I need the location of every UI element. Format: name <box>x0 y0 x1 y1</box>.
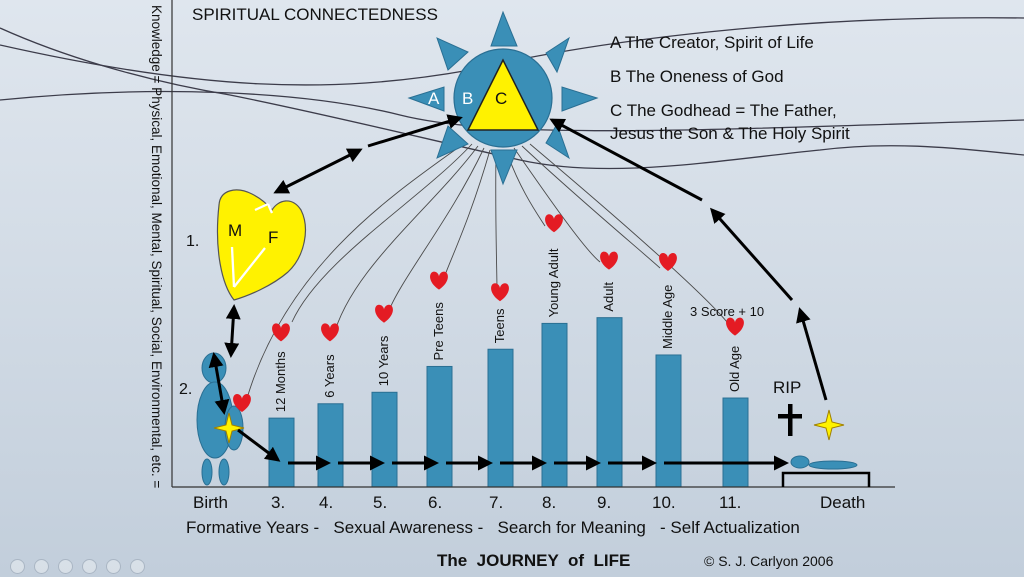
bar-label: 12 Months <box>273 351 288 412</box>
legend-item-b: B The Oneness of God <box>610 67 784 86</box>
life-stage-bar <box>655 354 682 488</box>
heart-icon <box>430 271 448 290</box>
legend: A The Creator, Spirit of Life B The Onen… <box>610 33 850 143</box>
life-stage-bar <box>596 317 623 488</box>
death-bed-icon <box>781 455 871 487</box>
slide-pen-control[interactable] <box>58 559 73 574</box>
legend-item-a: A The Creator, Spirit of Life <box>610 33 814 52</box>
heart-icon <box>491 283 509 302</box>
axis-label: 6. <box>428 493 442 512</box>
vertical-knowledge-label: Knowledge = Physical, Emotional, Mental,… <box>149 5 164 488</box>
life-stage-bar <box>317 403 344 488</box>
sun-label-c: C <box>495 89 507 108</box>
bar-label: Pre Teens <box>431 302 446 361</box>
timeline-arrows <box>237 428 789 471</box>
heart-icon <box>545 214 563 233</box>
rip-label: RIP <box>773 378 801 397</box>
axis-label: 7. <box>489 493 503 512</box>
score-label: 3 Score + 10 <box>690 304 764 319</box>
heart-icon <box>321 323 339 342</box>
axis-label: 3. <box>271 493 285 512</box>
axis-label: 4. <box>319 493 333 512</box>
godhead-triangle <box>466 58 540 131</box>
bar-label: 10 Years <box>376 335 391 386</box>
person-figure <box>196 352 244 486</box>
marker-one: 1. <box>186 233 199 250</box>
heart-icon <box>726 317 744 336</box>
axis-label-birth: Birth <box>193 493 228 512</box>
heart-icon <box>233 394 251 412</box>
diagram-title: SPIRITUAL CONNECTEDNESS <box>192 5 438 24</box>
slide-zoom-control[interactable] <box>106 559 121 574</box>
bar-label: Young Adult <box>546 248 561 317</box>
footer-title: The JOURNEY of LIFE <box>437 551 630 570</box>
heart-icon <box>659 252 677 271</box>
sun-label-a: A <box>428 89 440 108</box>
sun-godhead: A B C <box>407 10 599 186</box>
life-stage-bar <box>487 348 514 488</box>
axis-label: 11. <box>719 493 741 512</box>
slide-prev-control[interactable] <box>10 559 25 574</box>
death-star <box>813 409 845 441</box>
legend-item-c: C The Godhead = The Father, <box>610 101 837 120</box>
life-stage-bar <box>426 365 453 488</box>
cross-icon <box>778 404 802 436</box>
bar-label: 6 Years <box>322 354 337 398</box>
spirit-arrows <box>208 114 828 415</box>
legend-item-c-cont: Jesus the Son & The Holy Spirit <box>610 124 850 143</box>
copyright: © S. J. Carlyon 2006 <box>704 553 834 569</box>
sun-label-b: B <box>462 89 473 108</box>
heart-label-m: M <box>228 221 242 240</box>
life-stage-bars: 12 Months 6 Years 10 Years Pre Teens Teens Yo… <box>233 214 749 488</box>
bar-label: Old Age <box>727 346 742 392</box>
slide-menu-control[interactable] <box>130 559 145 574</box>
sun-rays <box>407 10 599 186</box>
marker-two: 2. <box>179 381 192 398</box>
yellow-heart: M F <box>216 189 307 301</box>
axis-label-death: Death <box>820 493 865 512</box>
bar-label: Teens <box>492 308 507 343</box>
bar-label: Middle Age <box>660 285 675 349</box>
axis-labels: Birth 3. 4. 5. 6. 7. 8. 9. 10. 11. Death <box>193 493 865 512</box>
axis-label: 5. <box>373 493 387 512</box>
axis-label: 10. <box>652 493 676 512</box>
birth-star <box>213 412 245 444</box>
axis-label: 9. <box>597 493 611 512</box>
axis-label: 8. <box>542 493 556 512</box>
life-stage-bar <box>371 391 398 488</box>
slide-grid-control[interactable] <box>82 559 97 574</box>
heart-icon <box>272 323 290 342</box>
slide-next-control[interactable] <box>34 559 49 574</box>
heart-label-f: F <box>268 228 278 247</box>
heart-icon <box>600 251 618 270</box>
stages-caption: Formative Years - Sexual Awareness - Sea… <box>186 518 800 537</box>
life-stage-bar <box>268 417 295 488</box>
heart-icon <box>375 304 393 323</box>
life-stage-bar <box>722 397 749 488</box>
bar-label: Adult <box>601 282 616 312</box>
